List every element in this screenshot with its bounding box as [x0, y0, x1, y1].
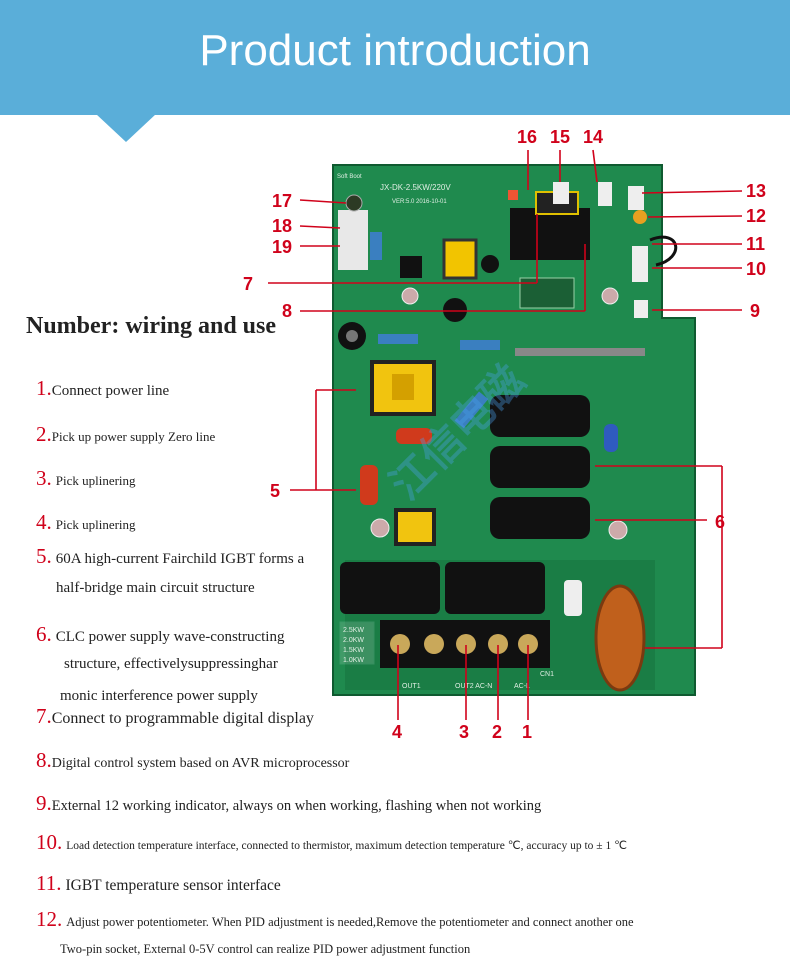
item-number: 9.	[36, 791, 52, 815]
list-item: 5. 60A high-current Fairchild IGBT forms…	[36, 544, 304, 569]
item-text: Adjust power potentiometer. When PID adj…	[66, 915, 634, 929]
callout-12: 12	[746, 206, 767, 226]
power-table-row: 2.5KW	[343, 627, 364, 634]
callout-18: 18	[272, 216, 293, 236]
callout-15: 15	[550, 127, 571, 147]
list-item: 8.Digital control system based on AVR mi…	[36, 748, 349, 773]
header-banner	[0, 0, 790, 115]
callout-7: 7	[243, 274, 254, 294]
item-text: Pick uplinering	[55, 517, 136, 532]
list-item: 6. CLC power supply wave-constructing	[36, 622, 284, 647]
silk-out1: OUT1	[402, 683, 421, 690]
callout-10: 10	[746, 259, 767, 279]
silk-version: VER:5.0 2016-10-01	[392, 199, 447, 205]
item-text: Digital control system based on AVR micr…	[51, 756, 350, 771]
callout-3: 3	[459, 722, 470, 742]
item-number: 12.	[36, 907, 63, 931]
silk-out2: OUT2 AC-N	[455, 683, 492, 690]
callout-2: 2	[492, 722, 503, 742]
list-item: 1.Connect power line	[36, 376, 169, 401]
callout-16: 16	[517, 127, 538, 147]
item-number: 8.	[36, 748, 52, 772]
item-text-continued: half-bridge main circuit structure	[56, 580, 255, 596]
item-text: Pick uplinering	[55, 473, 136, 488]
callout-14: 14	[583, 127, 604, 147]
section-heading: Number: wiring and use	[26, 313, 277, 339]
banner-pointer	[96, 114, 156, 142]
list-item: 2.Pick up power supply Zero line	[36, 422, 215, 447]
power-table-row: 2.0KW	[343, 637, 364, 644]
callout-11: 11	[746, 234, 766, 254]
power-table-row: 1.5KW	[343, 647, 364, 654]
silk-cn1: CN1	[540, 671, 554, 678]
item-text-continued: Two-pin socket, External 0-5V control ca…	[60, 942, 471, 956]
callout-1: 1	[522, 722, 533, 742]
item-number: 7.	[36, 704, 52, 728]
callout-8: 8	[282, 301, 293, 321]
list-item: 9.External 12 working indicator, always …	[36, 791, 541, 816]
item-number: 11.	[36, 871, 62, 895]
item-number: 1.	[36, 376, 52, 400]
leader-lines	[268, 149, 743, 720]
list-item: 4. Pick uplinering	[36, 510, 136, 535]
callout-6: 6	[715, 512, 726, 532]
item-text: IGBT temperature sensor interface	[65, 877, 281, 894]
page-title: Product introduction	[199, 26, 591, 75]
item-text: Connect to programmable digital display	[51, 710, 314, 727]
callout-4: 4	[392, 722, 403, 742]
item-text: CLC power supply wave-constructing	[55, 629, 285, 645]
item-text: Connect power line	[51, 383, 170, 399]
silk-softboot: Soft Boot	[337, 174, 362, 180]
item-number: 10.	[36, 830, 63, 854]
item-number: 6.	[36, 622, 52, 646]
silk-model: JX-DK-2.5KW/220V	[380, 183, 451, 192]
item-text-continued: structure, effectivelysuppressinghar	[64, 656, 278, 672]
item-text: 60A high-current Fairchild IGBT forms a	[55, 551, 305, 567]
list-item: 12. Adjust power potentiometer. When PID…	[36, 907, 634, 932]
power-table-row: 1.0KW	[343, 657, 364, 664]
item-text-continued: monic interference power supply	[60, 688, 258, 704]
list-item: 11. IGBT temperature sensor interface	[36, 871, 281, 896]
mcu-chip	[510, 208, 590, 260]
silk-acl: AC-L	[514, 683, 530, 690]
item-text: Pick up power supply Zero line	[51, 429, 216, 444]
item-text: Load detection temperature interface, co…	[66, 840, 628, 852]
list-item: 10. Load detection temperature interface…	[36, 830, 627, 855]
callout-5: 5	[270, 481, 281, 501]
callout-13: 13	[746, 181, 767, 201]
list-item: 7.Connect to programmable digital displa…	[36, 704, 314, 729]
callout-19: 19	[272, 237, 293, 257]
item-number: 5.	[36, 544, 52, 568]
item-number: 2.	[36, 422, 52, 446]
item-text: External 12 working indicator, always on…	[51, 798, 542, 814]
list-item: 3. Pick uplinering	[36, 466, 136, 491]
item-number: 4.	[36, 510, 52, 534]
callout-9: 9	[750, 301, 761, 321]
item-number: 3.	[36, 466, 52, 490]
callout-17: 17	[272, 191, 293, 211]
